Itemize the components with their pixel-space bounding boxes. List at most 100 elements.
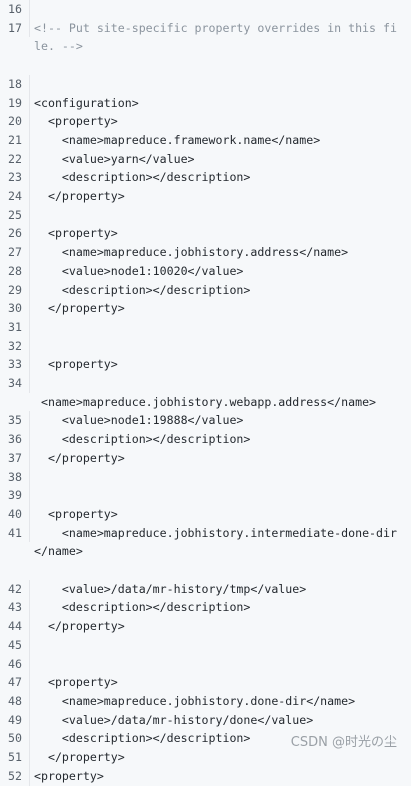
code-text[interactable]: <description></description> xyxy=(34,600,251,615)
code-text[interactable]: <description></description> xyxy=(34,432,251,447)
code-line: 44 </property> xyxy=(0,617,411,636)
code-line: 45 xyxy=(0,635,411,655)
code-text[interactable]: <property> xyxy=(34,675,118,690)
code-line: 35 <value>node1:19888</value> xyxy=(0,411,411,431)
code-text[interactable]: </property> xyxy=(34,619,125,634)
code-text[interactable]: <property> xyxy=(34,226,118,241)
line-number: 45 xyxy=(0,635,30,655)
code-line: <name>mapreduce.jobhistory.webapp.addres… xyxy=(0,393,411,412)
code-line: 28 <value>node1:10020</value> xyxy=(0,261,411,281)
code-line: 48 <name>mapreduce.jobhistory.done-dir</… xyxy=(0,691,411,711)
line-number: 47 xyxy=(0,673,30,692)
code-text[interactable]: <name>mapreduce.jobhistory.done-dir</nam… xyxy=(34,693,356,708)
line-number: 39 xyxy=(0,486,30,505)
code-line: 49 <value>/data/mr-history/done</value> xyxy=(0,710,411,730)
line-number: 19 xyxy=(0,93,30,113)
code-text[interactable]: </property> xyxy=(34,301,125,316)
code-text[interactable]: <name>mapreduce.framework.name</name> xyxy=(34,132,321,147)
code-line: 26 <property> xyxy=(0,224,411,244)
code-text[interactable]: <property> xyxy=(34,357,118,372)
line-number: 35 xyxy=(0,411,30,431)
code-line: 38 xyxy=(0,467,411,487)
line-number: 21 xyxy=(0,130,30,150)
line-number: 42 xyxy=(0,579,30,599)
line-number: 23 xyxy=(0,168,30,188)
line-number: 22 xyxy=(0,149,30,169)
line-number: 29 xyxy=(0,280,30,300)
code-line: 22 <value>yarn</value> xyxy=(0,149,411,169)
code-line: 30 </property> xyxy=(0,299,411,318)
code-line: 52<property> xyxy=(0,766,411,786)
code-line: 16 xyxy=(0,0,411,19)
line-number: 17 xyxy=(0,18,30,38)
line-number: 44 xyxy=(0,617,30,636)
line-number: 38 xyxy=(0,467,30,487)
code-text[interactable]: <value>node1:10020</value> xyxy=(34,263,244,278)
line-number: 30 xyxy=(0,299,30,318)
code-text[interactable]: <value>node1:19888</value> xyxy=(34,413,244,428)
line-number: 46 xyxy=(0,654,30,674)
code-line: 43 <description></description> xyxy=(0,598,411,618)
line-number: 51 xyxy=(0,748,30,767)
code-line: 51 </property> xyxy=(0,748,411,767)
line-number: 37 xyxy=(0,448,30,468)
code-text[interactable]: <name>mapreduce.jobhistory.webapp.addres… xyxy=(34,394,377,409)
code-line: 50 <description></description> xyxy=(0,729,411,749)
line-number: 34 xyxy=(0,374,30,393)
code-text[interactable]: <!-- Put site-specific property override… xyxy=(34,20,397,54)
code-line: 33 <property> xyxy=(0,355,411,375)
line-number: 32 xyxy=(0,336,30,356)
code-line: 27 <name>mapreduce.jobhistory.address</n… xyxy=(0,243,411,262)
code-text[interactable]: <name>mapreduce.jobhistory.intermediate-… xyxy=(34,525,397,559)
code-text[interactable]: <description></description> xyxy=(34,731,251,746)
code-line: 39 xyxy=(0,486,411,505)
line-number: 24 xyxy=(0,187,30,206)
line-number: 18 xyxy=(0,74,30,94)
code-line: 42 <value>/data/mr-history/tmp</value> xyxy=(0,579,411,599)
code-line: 17<!-- Put site-specific property overri… xyxy=(0,18,411,56)
code-line: 24 </property> xyxy=(0,187,411,206)
code-line: 31 xyxy=(0,317,411,337)
line-number: 36 xyxy=(0,430,30,449)
line-number: 16 xyxy=(0,0,30,19)
code-text[interactable]: <property> xyxy=(34,114,118,129)
code-line: 29 <description></description> xyxy=(0,280,411,300)
line-number: 48 xyxy=(0,691,30,711)
code-text[interactable]: <description></description> xyxy=(34,170,251,185)
code-line: 21 <name>mapreduce.framework.name</name> xyxy=(0,130,411,150)
line-number: 40 xyxy=(0,504,30,524)
code-text[interactable]: <description></description> xyxy=(34,282,251,297)
code-line: 36 <description></description> xyxy=(0,430,411,449)
code-line: 46 xyxy=(0,654,411,674)
line-number: 50 xyxy=(0,729,30,749)
code-text[interactable]: </property> xyxy=(34,189,125,204)
code-text[interactable]: </property> xyxy=(34,450,125,465)
code-line xyxy=(0,56,411,75)
code-line: 34 xyxy=(0,374,411,393)
code-text[interactable]: <configuration> xyxy=(34,95,139,110)
code-text[interactable]: <value>/data/mr-history/done</value> xyxy=(34,712,314,727)
code-line: 23 <description></description> xyxy=(0,168,411,188)
line-number: 20 xyxy=(0,112,30,131)
code-line: 41 <name>mapreduce.jobhistory.intermedia… xyxy=(0,523,411,561)
code-text[interactable]: </property> xyxy=(34,750,125,765)
code-line xyxy=(0,561,411,580)
code-line: 20 <property> xyxy=(0,112,411,131)
code-line: 47 <property> xyxy=(0,673,411,692)
code-text[interactable]: <value>/data/mr-history/tmp</value> xyxy=(34,581,307,596)
code-text[interactable]: <name>mapreduce.jobhistory.address</name… xyxy=(34,245,349,260)
code-line: 19 <configuration> xyxy=(0,93,411,113)
code-text[interactable]: <property> xyxy=(34,506,118,521)
line-number: 31 xyxy=(0,317,30,337)
line-number: 43 xyxy=(0,598,30,618)
code-line: 18 xyxy=(0,74,411,94)
line-number: 41 xyxy=(0,523,30,543)
code-line: 40 <property> xyxy=(0,504,411,524)
line-number: 27 xyxy=(0,243,30,262)
code-text[interactable]: <property> xyxy=(34,768,104,783)
code-text[interactable]: <value>yarn</value> xyxy=(34,151,195,166)
line-number: 28 xyxy=(0,261,30,281)
line-number: 26 xyxy=(0,224,30,244)
